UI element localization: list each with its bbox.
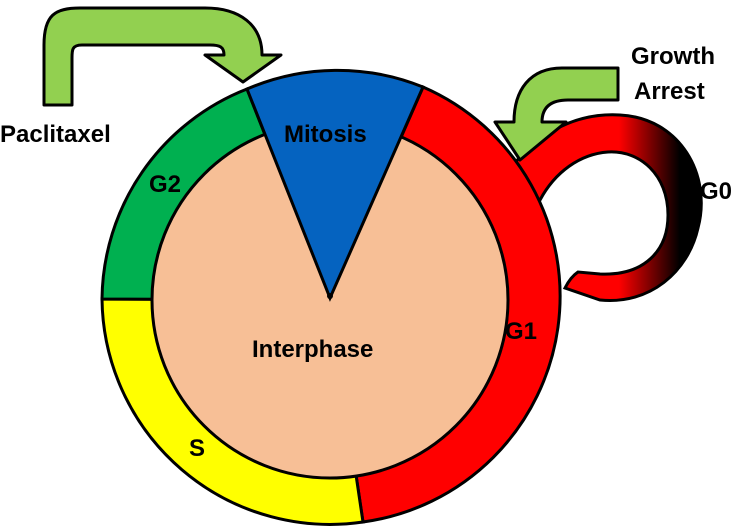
g1-label: G1 (505, 318, 537, 345)
interphase-label: Interphase (252, 336, 373, 363)
center-dot (327, 293, 333, 299)
growth-arrest-arrow (493, 66, 620, 162)
g0-label: G0 (700, 178, 732, 205)
paclitaxel-arrow (42, 6, 283, 107)
mitosis-label: Mitosis (284, 121, 367, 148)
mitosis-wedge (245, 68, 425, 302)
growth-arrest-label-line2: Arrest (634, 78, 705, 105)
paclitaxel-label: Paclitaxel (0, 121, 111, 148)
g2-label: G2 (149, 171, 181, 198)
g0-loop (497, 113, 703, 302)
s-label: S (189, 435, 205, 462)
growth-arrest-label-line1: Growth (631, 43, 715, 70)
